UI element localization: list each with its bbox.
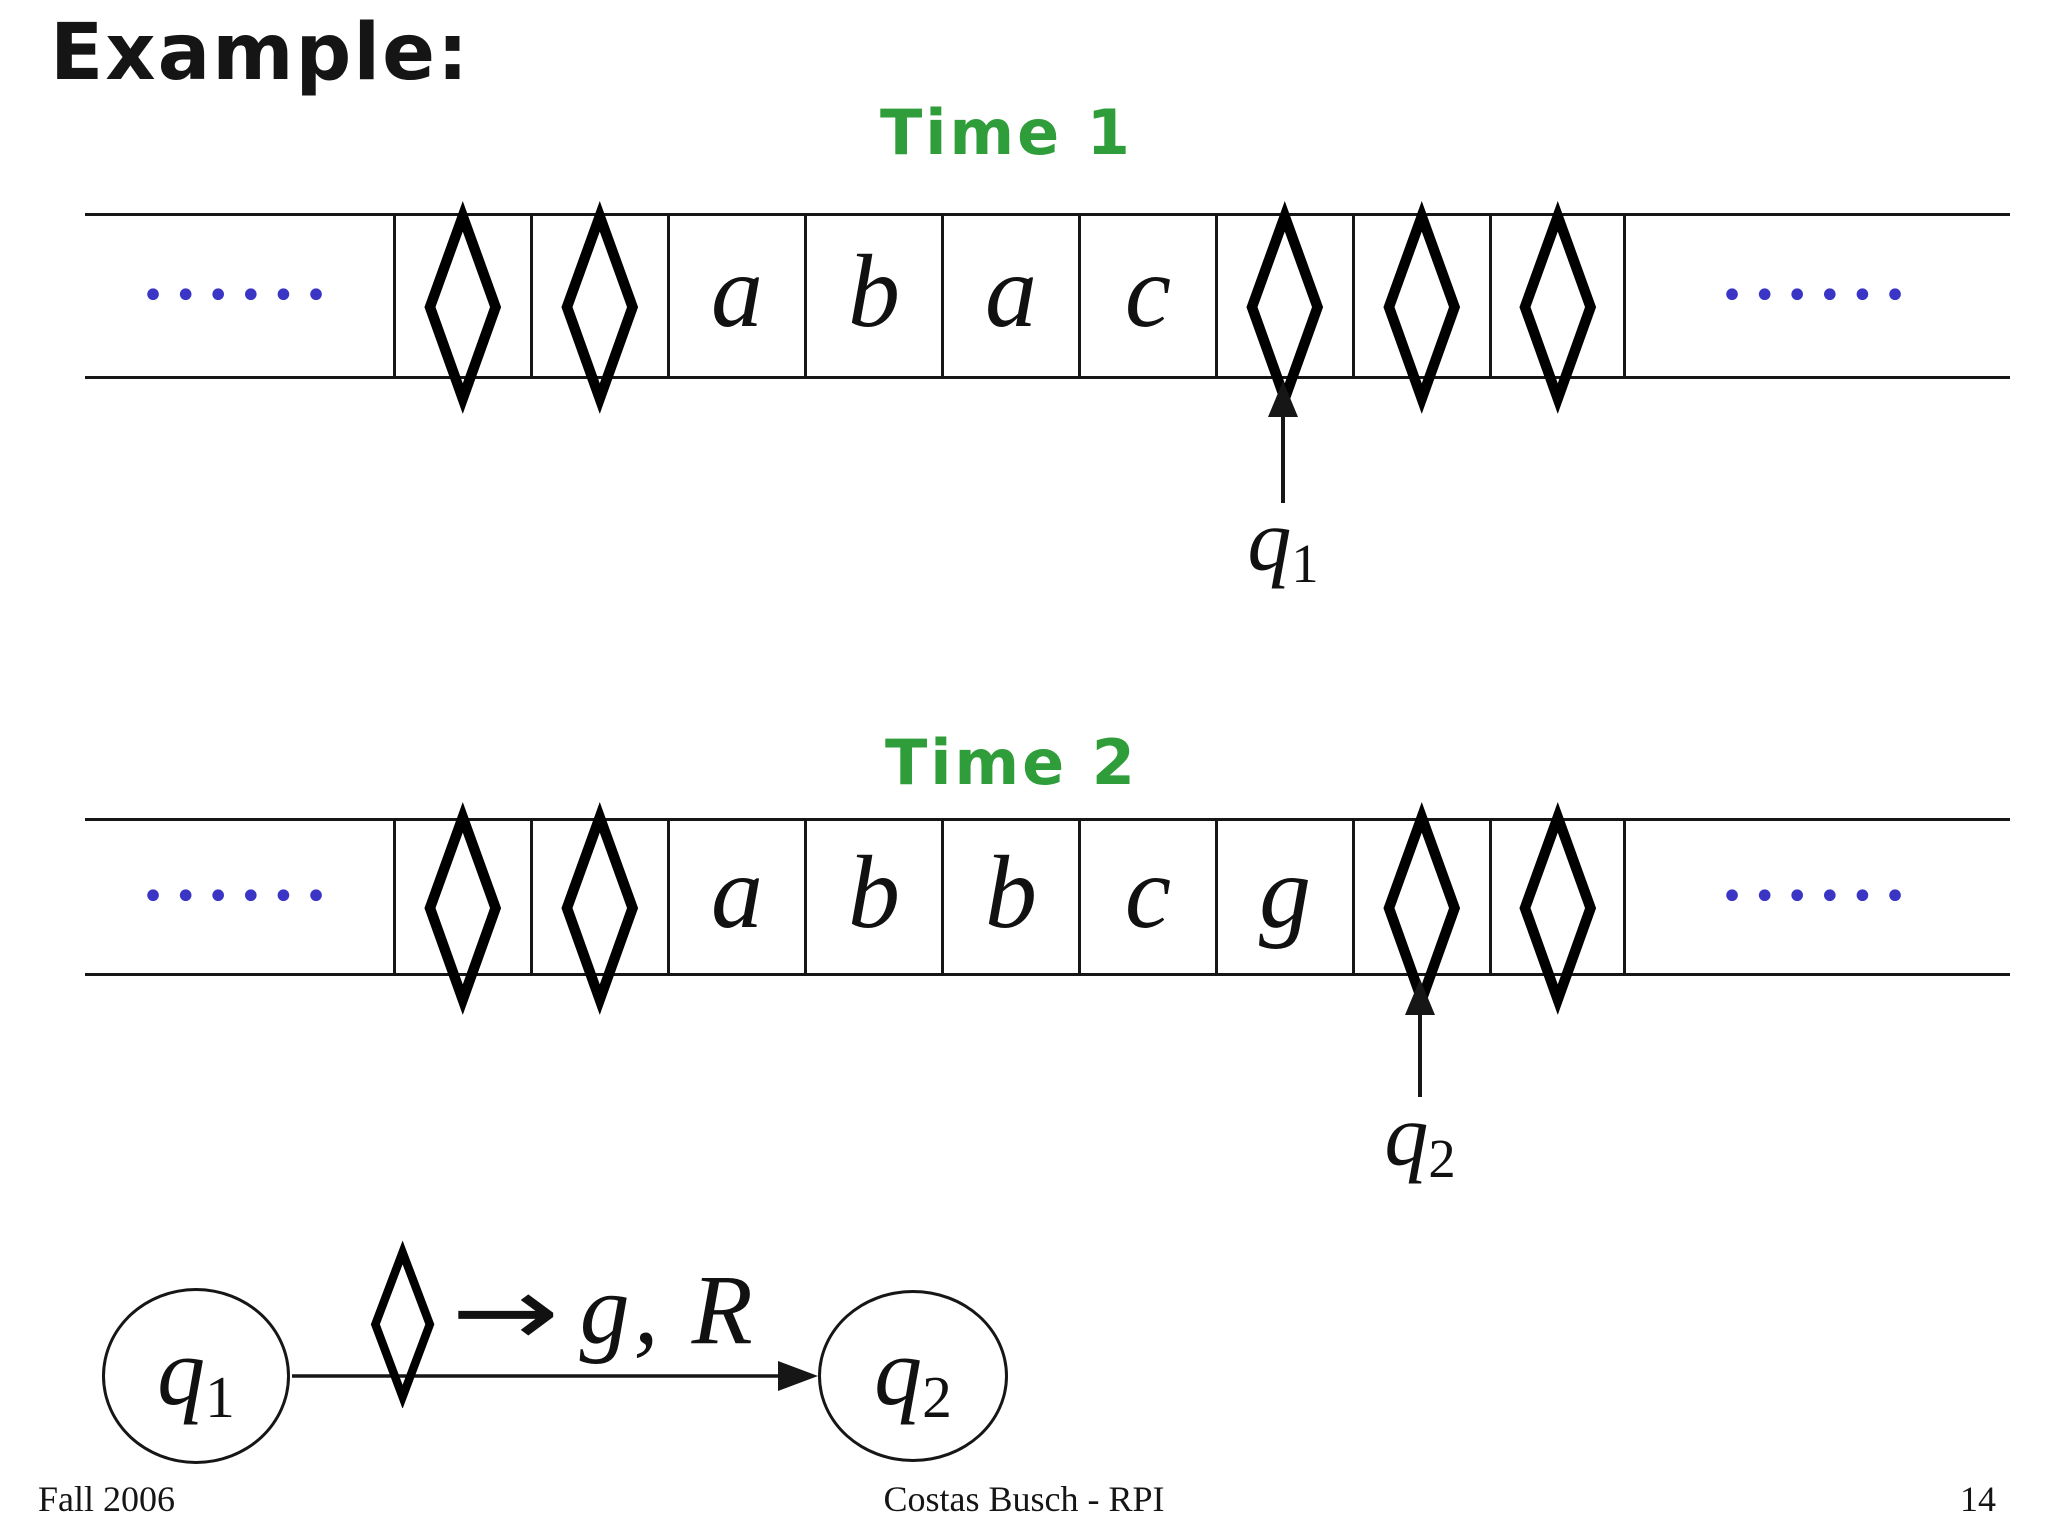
tape2-right-ellipsis-zone: •••••• — [1626, 821, 2010, 973]
head-pointer-up-icon — [1268, 381, 1298, 503]
tape-symbol: a — [711, 234, 763, 349]
tape-symbol: c — [1124, 234, 1172, 349]
ellipsis-dots: •••••• — [1720, 273, 1916, 319]
tape1-cell-6: c — [1078, 216, 1215, 376]
ellipsis-dots: •••••• — [1720, 874, 1916, 920]
state-index: 1 — [205, 1364, 235, 1431]
tape2-cell-1: ◊ — [393, 796, 530, 997]
tape-symbol: b — [848, 835, 900, 950]
tape2-cell-8: ◊ — [1352, 796, 1489, 997]
diamond-symbol: ◊ — [371, 1225, 435, 1408]
tape1-cell-5: a — [941, 216, 1078, 376]
tape-symbol: a — [711, 835, 763, 950]
tape-symbol: b — [848, 234, 900, 349]
state-circle-q1: q1 — [102, 1288, 290, 1464]
tape1-left-ellipsis-zone: •••••• — [85, 216, 393, 376]
tape1-cell-8: ◊ — [1352, 195, 1489, 396]
blank-diamond-symbol: ◊ — [1519, 180, 1596, 411]
tape-symbol: g — [1259, 835, 1311, 950]
tape1-cell-9: ◊ — [1489, 195, 1626, 396]
state-letter: q — [1384, 1088, 1429, 1185]
tape2-cell-4: b — [804, 821, 941, 973]
blank-diamond-symbol: ◊ — [1519, 781, 1596, 1012]
blank-diamond-symbol: ◊ — [561, 781, 638, 1012]
state-q1-label: q1 — [157, 1324, 235, 1428]
state-index: 1 — [1291, 533, 1319, 594]
tape1-cell-3: a — [667, 216, 804, 376]
state-q2-label: q2 — [874, 1324, 952, 1428]
tape1-cell-7: ◊ — [1215, 195, 1352, 396]
head-state-q1: q1 — [1213, 498, 1353, 592]
rightarrow-symbol: → — [451, 1256, 560, 1368]
tape2-cell-2: ◊ — [530, 796, 667, 997]
footer-semester: Fall 2006 — [38, 1479, 176, 1519]
ellipsis-dots: •••••• — [141, 273, 337, 319]
state-letter: q — [157, 1318, 206, 1426]
state-circle-q2: q2 — [818, 1290, 1008, 1462]
tape2-cell-5: b — [941, 821, 1078, 973]
tape2-cell-6: c — [1078, 821, 1215, 973]
transition-arrow-icon — [292, 1361, 818, 1391]
tape-symbol: a — [985, 234, 1037, 349]
tape-time2: •••••• ◊ ◊ a b b c g ◊ ◊ •••••• — [85, 796, 2010, 997]
tape-symbol: c — [1124, 835, 1172, 950]
tape-symbol: b — [985, 835, 1037, 950]
transition-label: ◊ → g, R — [368, 1237, 757, 1396]
tape2-cell-9: ◊ — [1489, 796, 1626, 997]
tape1-cell-4: b — [804, 216, 941, 376]
blank-diamond-symbol: ◊ — [424, 180, 501, 411]
ellipsis-dots: •••••• — [141, 874, 337, 920]
state-index: 2 — [922, 1364, 952, 1431]
blank-diamond-symbol: ◊ — [561, 180, 638, 411]
tape-time1: •••••• ◊ ◊ a b a c ◊ ◊ ◊ •••••• — [85, 195, 2010, 396]
blank-diamond-symbol: ◊ — [424, 781, 501, 1012]
state-letter: q — [874, 1318, 923, 1426]
tape1-cell-2: ◊ — [530, 195, 667, 396]
blank-diamond-symbol: ◊ — [1383, 781, 1460, 1012]
tape1-cell-1: ◊ — [393, 195, 530, 396]
page-title: Example: — [50, 8, 471, 98]
tape1-right-ellipsis-zone: •••••• — [1626, 216, 2010, 376]
state-index: 2 — [1428, 1128, 1456, 1189]
tape2-left-ellipsis-zone: •••••• — [85, 821, 393, 973]
transition-action: g, R — [579, 1254, 757, 1365]
state-letter: q — [1247, 493, 1292, 590]
head-state-q2: q2 — [1350, 1093, 1490, 1187]
footer-author: Costas Busch - RPI — [883, 1479, 1165, 1519]
time1-label: Time 1 — [880, 96, 1133, 169]
blank-diamond-symbol: ◊ — [1246, 180, 1323, 411]
head-pointer-up-icon — [1405, 979, 1435, 1097]
footer-page-number: 14 — [1960, 1479, 1996, 1519]
blank-diamond-symbol: ◊ — [1383, 180, 1460, 411]
tape2-cell-7: g — [1215, 821, 1352, 973]
tape2-cell-3: a — [667, 821, 804, 973]
time2-label: Time 2 — [885, 726, 1138, 799]
